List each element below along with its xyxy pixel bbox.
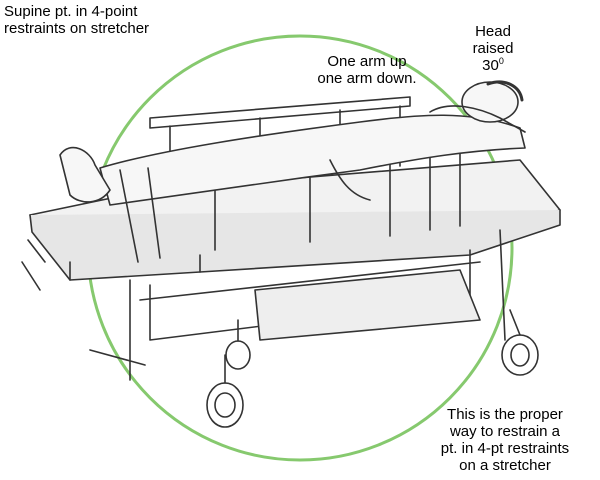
angle-value: 30 xyxy=(482,57,499,74)
caption-bottom-right: This is the proper way to restrain a pt.… xyxy=(410,406,600,474)
caption-head-angle: 300 xyxy=(458,56,528,75)
angle-degree: 0 xyxy=(498,56,504,66)
wheel xyxy=(501,309,539,376)
caption-top-left-line: restraints on stretcher xyxy=(4,20,150,37)
caption-bottom-right-line: This is the proper xyxy=(447,406,563,423)
restraint-strap xyxy=(119,167,161,263)
patient-feet xyxy=(59,146,111,203)
arm-down xyxy=(329,159,371,201)
caption-arm-line: One arm up xyxy=(327,53,407,70)
back-rail xyxy=(149,96,411,129)
wheel xyxy=(225,319,251,370)
caption-head-line: Head xyxy=(475,23,511,40)
caption-bottom-right-line: pt. in 4-pt restraints xyxy=(440,440,570,457)
caption-head: Head raised 300 xyxy=(458,23,528,74)
stretcher-drawing xyxy=(21,80,561,428)
arm-up xyxy=(429,105,526,133)
caption-bottom-right-line: way to restrain a xyxy=(449,423,561,440)
patient-head xyxy=(461,81,519,123)
wheel xyxy=(206,354,244,428)
caption-bottom-right-line: on a stretcher xyxy=(459,457,551,474)
patient-body xyxy=(99,114,526,206)
caption-arm-line: one arm down. xyxy=(317,70,417,87)
caption-head-line: raised xyxy=(472,40,514,57)
caption-arm: One arm up one arm down. xyxy=(302,53,432,87)
caption-top-left: Supine pt. in 4-point restraints on stre… xyxy=(4,3,149,37)
caption-top-left-line: Supine pt. in 4-point xyxy=(4,3,138,20)
